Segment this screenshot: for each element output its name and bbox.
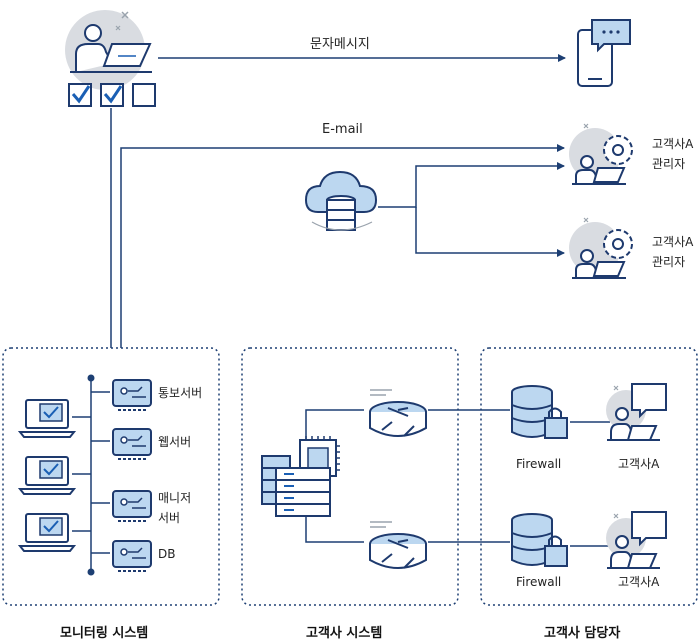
customer-staff-box (480, 347, 698, 606)
admin-label-line2: 관리자 (652, 157, 686, 171)
cpu-server-stack-icon (261, 436, 340, 517)
firewall-label: Firewall (516, 457, 562, 471)
email-edge (120, 144, 565, 348)
cloud-db-icon (304, 170, 378, 231)
customer-system-box (241, 347, 459, 606)
firewall-db-lock-icon (511, 513, 568, 567)
smartphone-icon (577, 19, 631, 87)
admin-gear-icon (569, 217, 633, 279)
customer-system-title: 고객사 시스템 (306, 626, 383, 641)
operator-icon (65, 10, 152, 90)
monitoring-system-box (2, 347, 220, 606)
laptop-check-icon (17, 399, 77, 438)
sms-edge-label: 문자메시지 (310, 37, 370, 52)
admin-label-line1: 고객사A (652, 137, 694, 151)
cloud-to-admin1-edge (378, 162, 565, 208)
server-board-icon (112, 540, 152, 572)
laptop-check-icon (17, 513, 77, 552)
server-board-icon (112, 490, 152, 522)
user-chat-icon (606, 511, 667, 569)
server-label: 통보서버 (158, 386, 203, 400)
customer-staff-title: 고객사 담당자 (544, 626, 621, 641)
firewall-db-lock-icon (511, 385, 568, 439)
checkbox-icon (68, 83, 156, 107)
staff-user-label: 고객사A (618, 575, 660, 589)
email-edge-label: E-mail (322, 122, 363, 137)
router-icon (369, 521, 427, 569)
router-icon (369, 389, 427, 437)
server-board-icon (112, 428, 152, 460)
firewall-label: Firewall (516, 575, 562, 589)
server-label: 웹서버 (158, 435, 192, 449)
user-chat-icon (606, 383, 667, 441)
server-label: DB (158, 547, 176, 561)
server-label-line1: 매니저 (158, 491, 192, 505)
admin-label-line2: 관리자 (652, 255, 686, 269)
admin-label-line1: 고객사A (652, 235, 694, 249)
admin-gear-icon (569, 123, 633, 185)
cloud-to-admin2-edge (415, 207, 565, 257)
laptop-check-icon (17, 456, 77, 495)
monitoring-system-title: 모니터링 시스템 (60, 626, 149, 641)
server-label-line2: 서버 (158, 511, 181, 525)
server-board-icon (112, 379, 152, 411)
staff-user-label: 고객사A (618, 457, 660, 471)
